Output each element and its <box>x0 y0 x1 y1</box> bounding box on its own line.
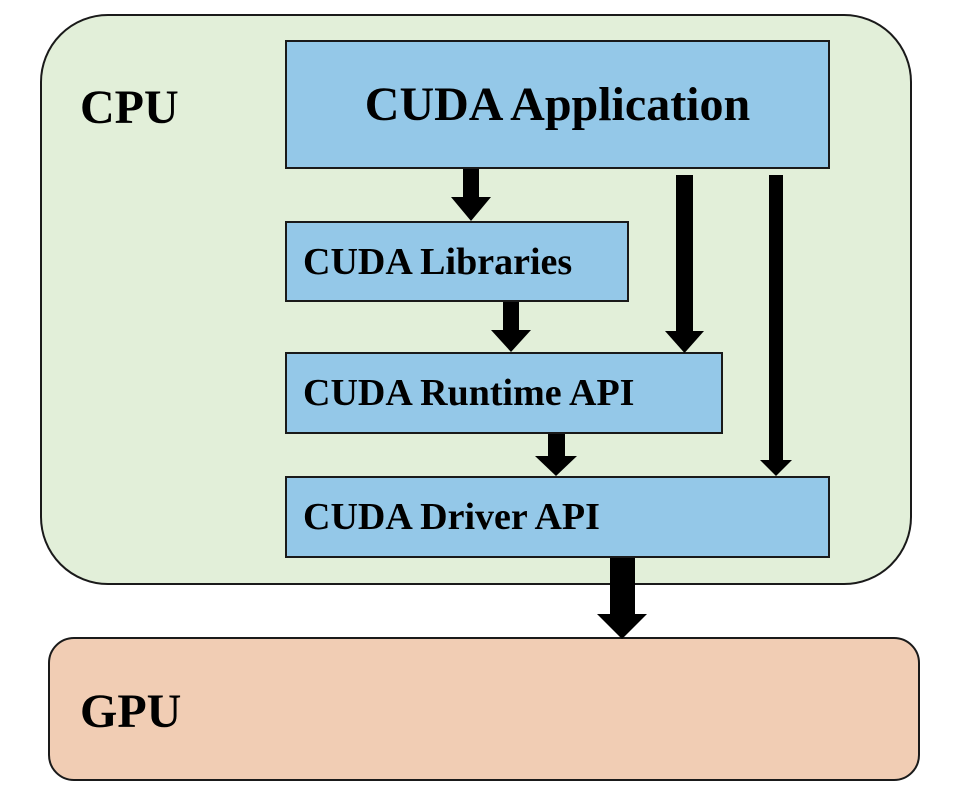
gpu-label: GPU <box>80 685 182 738</box>
cuda-application-box: CUDA Application <box>285 40 830 169</box>
arrow-driver-to-gpu <box>597 558 647 639</box>
arrow-application-to-libraries <box>451 169 491 221</box>
arrow-libraries-to-runtime <box>491 302 531 352</box>
cuda-libraries-label: CUDA Libraries <box>303 240 573 283</box>
gpu-region <box>48 637 920 781</box>
arrow-application-to-driver <box>760 175 792 476</box>
cuda-driver-api-label: CUDA Driver API <box>303 496 600 538</box>
cuda-runtime-api-box: CUDA Runtime API <box>285 352 723 434</box>
cuda-driver-api-box: CUDA Driver API <box>285 476 830 558</box>
cuda-runtime-api-label: CUDA Runtime API <box>303 372 635 414</box>
arrow-application-to-runtime <box>665 175 704 353</box>
cpu-label: CPU <box>80 81 179 134</box>
arrow-runtime-to-driver <box>535 434 577 476</box>
cuda-libraries-box: CUDA Libraries <box>285 221 629 302</box>
cuda-application-label: CUDA Application <box>364 78 751 131</box>
